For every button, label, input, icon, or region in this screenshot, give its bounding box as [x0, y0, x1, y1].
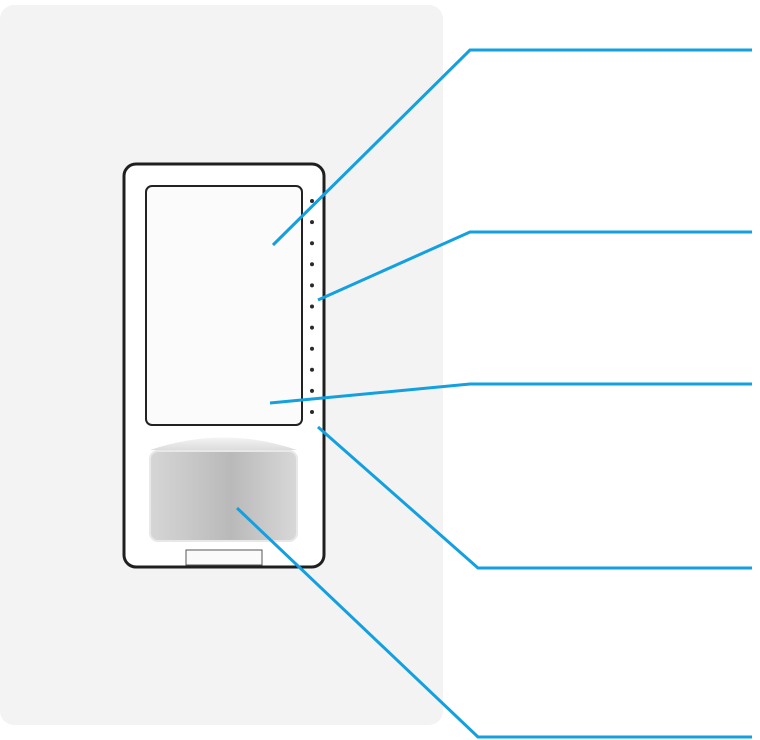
- sensor-hood: [150, 437, 297, 450]
- paddle-button[interactable]: [145, 185, 303, 426]
- indicator-dot: [310, 367, 314, 372]
- indicator-dot: [310, 410, 314, 414]
- occupancy-sensor-lens: [149, 450, 298, 542]
- indicator-dot: [310, 241, 314, 246]
- indicator-dot: [310, 304, 314, 309]
- indicator-dot: [310, 325, 314, 330]
- adjustment-tab[interactable]: [185, 549, 263, 566]
- dimmer-level-indicator: [310, 199, 314, 414]
- indicator-dot: [310, 262, 314, 267]
- indicator-dot: [310, 388, 314, 393]
- callout-line-paddle-lower: [269, 382, 752, 405]
- callout-line-paddle: [271, 48, 752, 247]
- indicator-dot: [310, 199, 314, 203]
- callout-line-led-indicators: [317, 230, 752, 302]
- indicator-dot: [310, 220, 314, 225]
- indicator-dot: [310, 283, 314, 288]
- indicator-dot: [310, 346, 314, 351]
- callout-line-sensor: [235, 506, 752, 739]
- callout-line-frame: [317, 425, 752, 570]
- callout-lines: [235, 48, 752, 739]
